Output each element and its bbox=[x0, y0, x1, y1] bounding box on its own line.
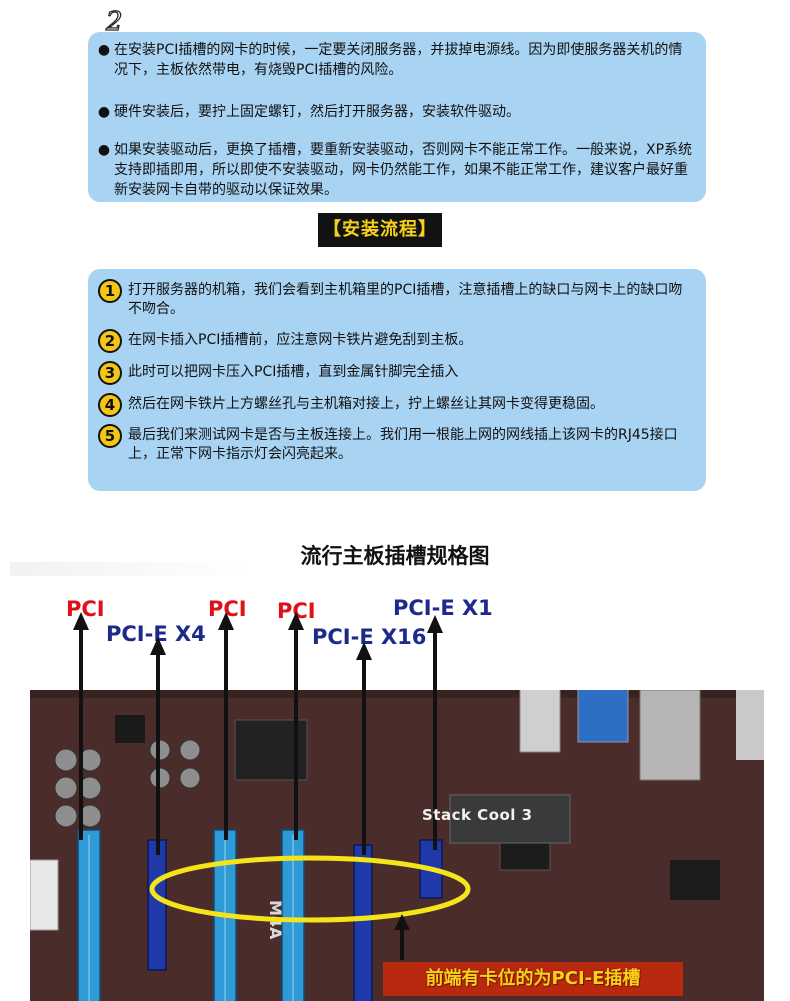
arrowhead-pcie-x16 bbox=[356, 642, 372, 660]
step-number: 5 bbox=[98, 424, 122, 448]
io-right bbox=[736, 690, 764, 760]
motherboard-image: M4A bbox=[30, 690, 764, 1001]
step-number: 2 bbox=[98, 329, 122, 353]
section-heading: 【安装流程】 bbox=[318, 213, 442, 247]
pcie-notch-label: 前端有卡位的为PCI-E插槽 bbox=[383, 962, 683, 996]
note-text: 如果安装驱动后，更换了插槽，要重新安装驱动，否则网卡不能正常工作。一般来说，XP… bbox=[114, 142, 693, 198]
arrowhead-pcie-x1 bbox=[427, 615, 443, 633]
arrowhead-pci-3 bbox=[288, 612, 304, 630]
step-number: 3 bbox=[98, 361, 122, 385]
power-connector bbox=[30, 859, 59, 931]
stack-cool-label: Stack Cool 3 bbox=[422, 806, 533, 824]
step-item: 5 最后我们来测试网卡是否与主板连接上。我们用一根能上网的网线插上该网卡的RJ4… bbox=[96, 424, 696, 464]
step-text: 打开服务器的机箱，我们会看到主机箱里的PCI插槽，注意插槽上的缺口与网卡上的缺口… bbox=[128, 282, 683, 317]
io-usb3 bbox=[577, 690, 629, 743]
step-text: 在网卡插入PCI插槽前，应注意网卡铁片避免刮到主板。 bbox=[128, 332, 473, 348]
io-audio bbox=[519, 690, 561, 753]
badge-number: 2 bbox=[105, 7, 123, 34]
arrowhead-pci-1 bbox=[73, 612, 89, 630]
arrow-group bbox=[79, 625, 437, 855]
bullet-icon: ● bbox=[97, 142, 111, 158]
note-text: 硬件安装后，要拧上固定螺钉，然后打开服务器，安装软件驱动。 bbox=[114, 104, 520, 120]
label-pci-1: PCI bbox=[66, 597, 105, 621]
arrow-heads bbox=[73, 612, 443, 660]
arrowhead-pcie-x4 bbox=[150, 637, 166, 655]
steps-card: 1 打开服务器的机箱，我们会看到主机箱里的PCI插槽，注意插槽上的缺口与网卡上的… bbox=[88, 269, 706, 491]
note-paragraph: ● 硬件安装后，要拧上固定螺钉，然后打开服务器，安装软件驱动。 bbox=[96, 102, 696, 122]
pcie-slots bbox=[147, 839, 443, 1001]
io-lan bbox=[639, 690, 701, 781]
step-number: 4 bbox=[98, 393, 122, 417]
note-paragraph: ● 如果安装驱动后，更换了插槽，要重新安装驱动，否则网卡不能正常工作。一般来说，… bbox=[96, 140, 696, 200]
chip-r2 bbox=[670, 860, 720, 900]
step-text: 最后我们来测试网卡是否与主板连接上。我们用一根能上网的网线插上该网卡的RJ45接… bbox=[128, 427, 678, 462]
step-item: 1 打开服务器的机箱，我们会看到主机箱里的PCI插槽，注意插槽上的缺口与网卡上的… bbox=[96, 279, 696, 319]
step-text: 然后在网卡铁片上方螺丝孔与主机箱对接上，拧上螺丝让其网卡变得更稳固。 bbox=[128, 396, 604, 412]
label-pcie-x16: PCI-E X16 bbox=[312, 625, 427, 649]
step-number: 1 bbox=[98, 279, 122, 303]
motherboard-illustration: M4A bbox=[30, 690, 764, 1001]
board-edge bbox=[30, 690, 764, 698]
step-text: 此时可以把网卡压入PCI插槽，直到金属针脚完全插入 bbox=[128, 364, 459, 380]
bullet-icon: ● bbox=[97, 104, 111, 120]
faint-caption bbox=[10, 562, 250, 576]
label-pcie-x1: PCI-E X1 bbox=[393, 596, 493, 620]
bullet-icon: ● bbox=[97, 42, 111, 58]
highlight-ellipse bbox=[149, 855, 471, 923]
notes-card: ● 在安装PCI插槽的网卡的时候，一定要关闭服务器，并拔掉电源线。因为即使服务器… bbox=[88, 32, 706, 202]
note-text: 在安装PCI插槽的网卡的时候，一定要关闭服务器，并拔掉电源线。因为即使服务器关机… bbox=[114, 42, 683, 78]
note-paragraph: ● 在安装PCI插槽的网卡的时候，一定要关闭服务器，并拔掉电源线。因为即使服务器… bbox=[96, 40, 696, 80]
step-item: 4 然后在网卡铁片上方螺丝孔与主机箱对接上，拧上螺丝让其网卡变得更稳固。 bbox=[96, 393, 696, 417]
number-two-badge: 2 bbox=[104, 6, 123, 34]
step-item: 2 在网卡插入PCI插槽前，应注意网卡铁片避免刮到主板。 bbox=[96, 329, 696, 353]
diagram-title: 流行主板插槽规格图 bbox=[300, 544, 490, 568]
chip-small bbox=[115, 715, 145, 743]
arrowhead-bottom-label bbox=[394, 914, 410, 930]
arrowhead-pci-2 bbox=[218, 612, 234, 630]
heatsink bbox=[449, 794, 571, 844]
step-item: 3 此时可以把网卡压入PCI插槽，直到金属针脚完全插入 bbox=[96, 361, 696, 385]
